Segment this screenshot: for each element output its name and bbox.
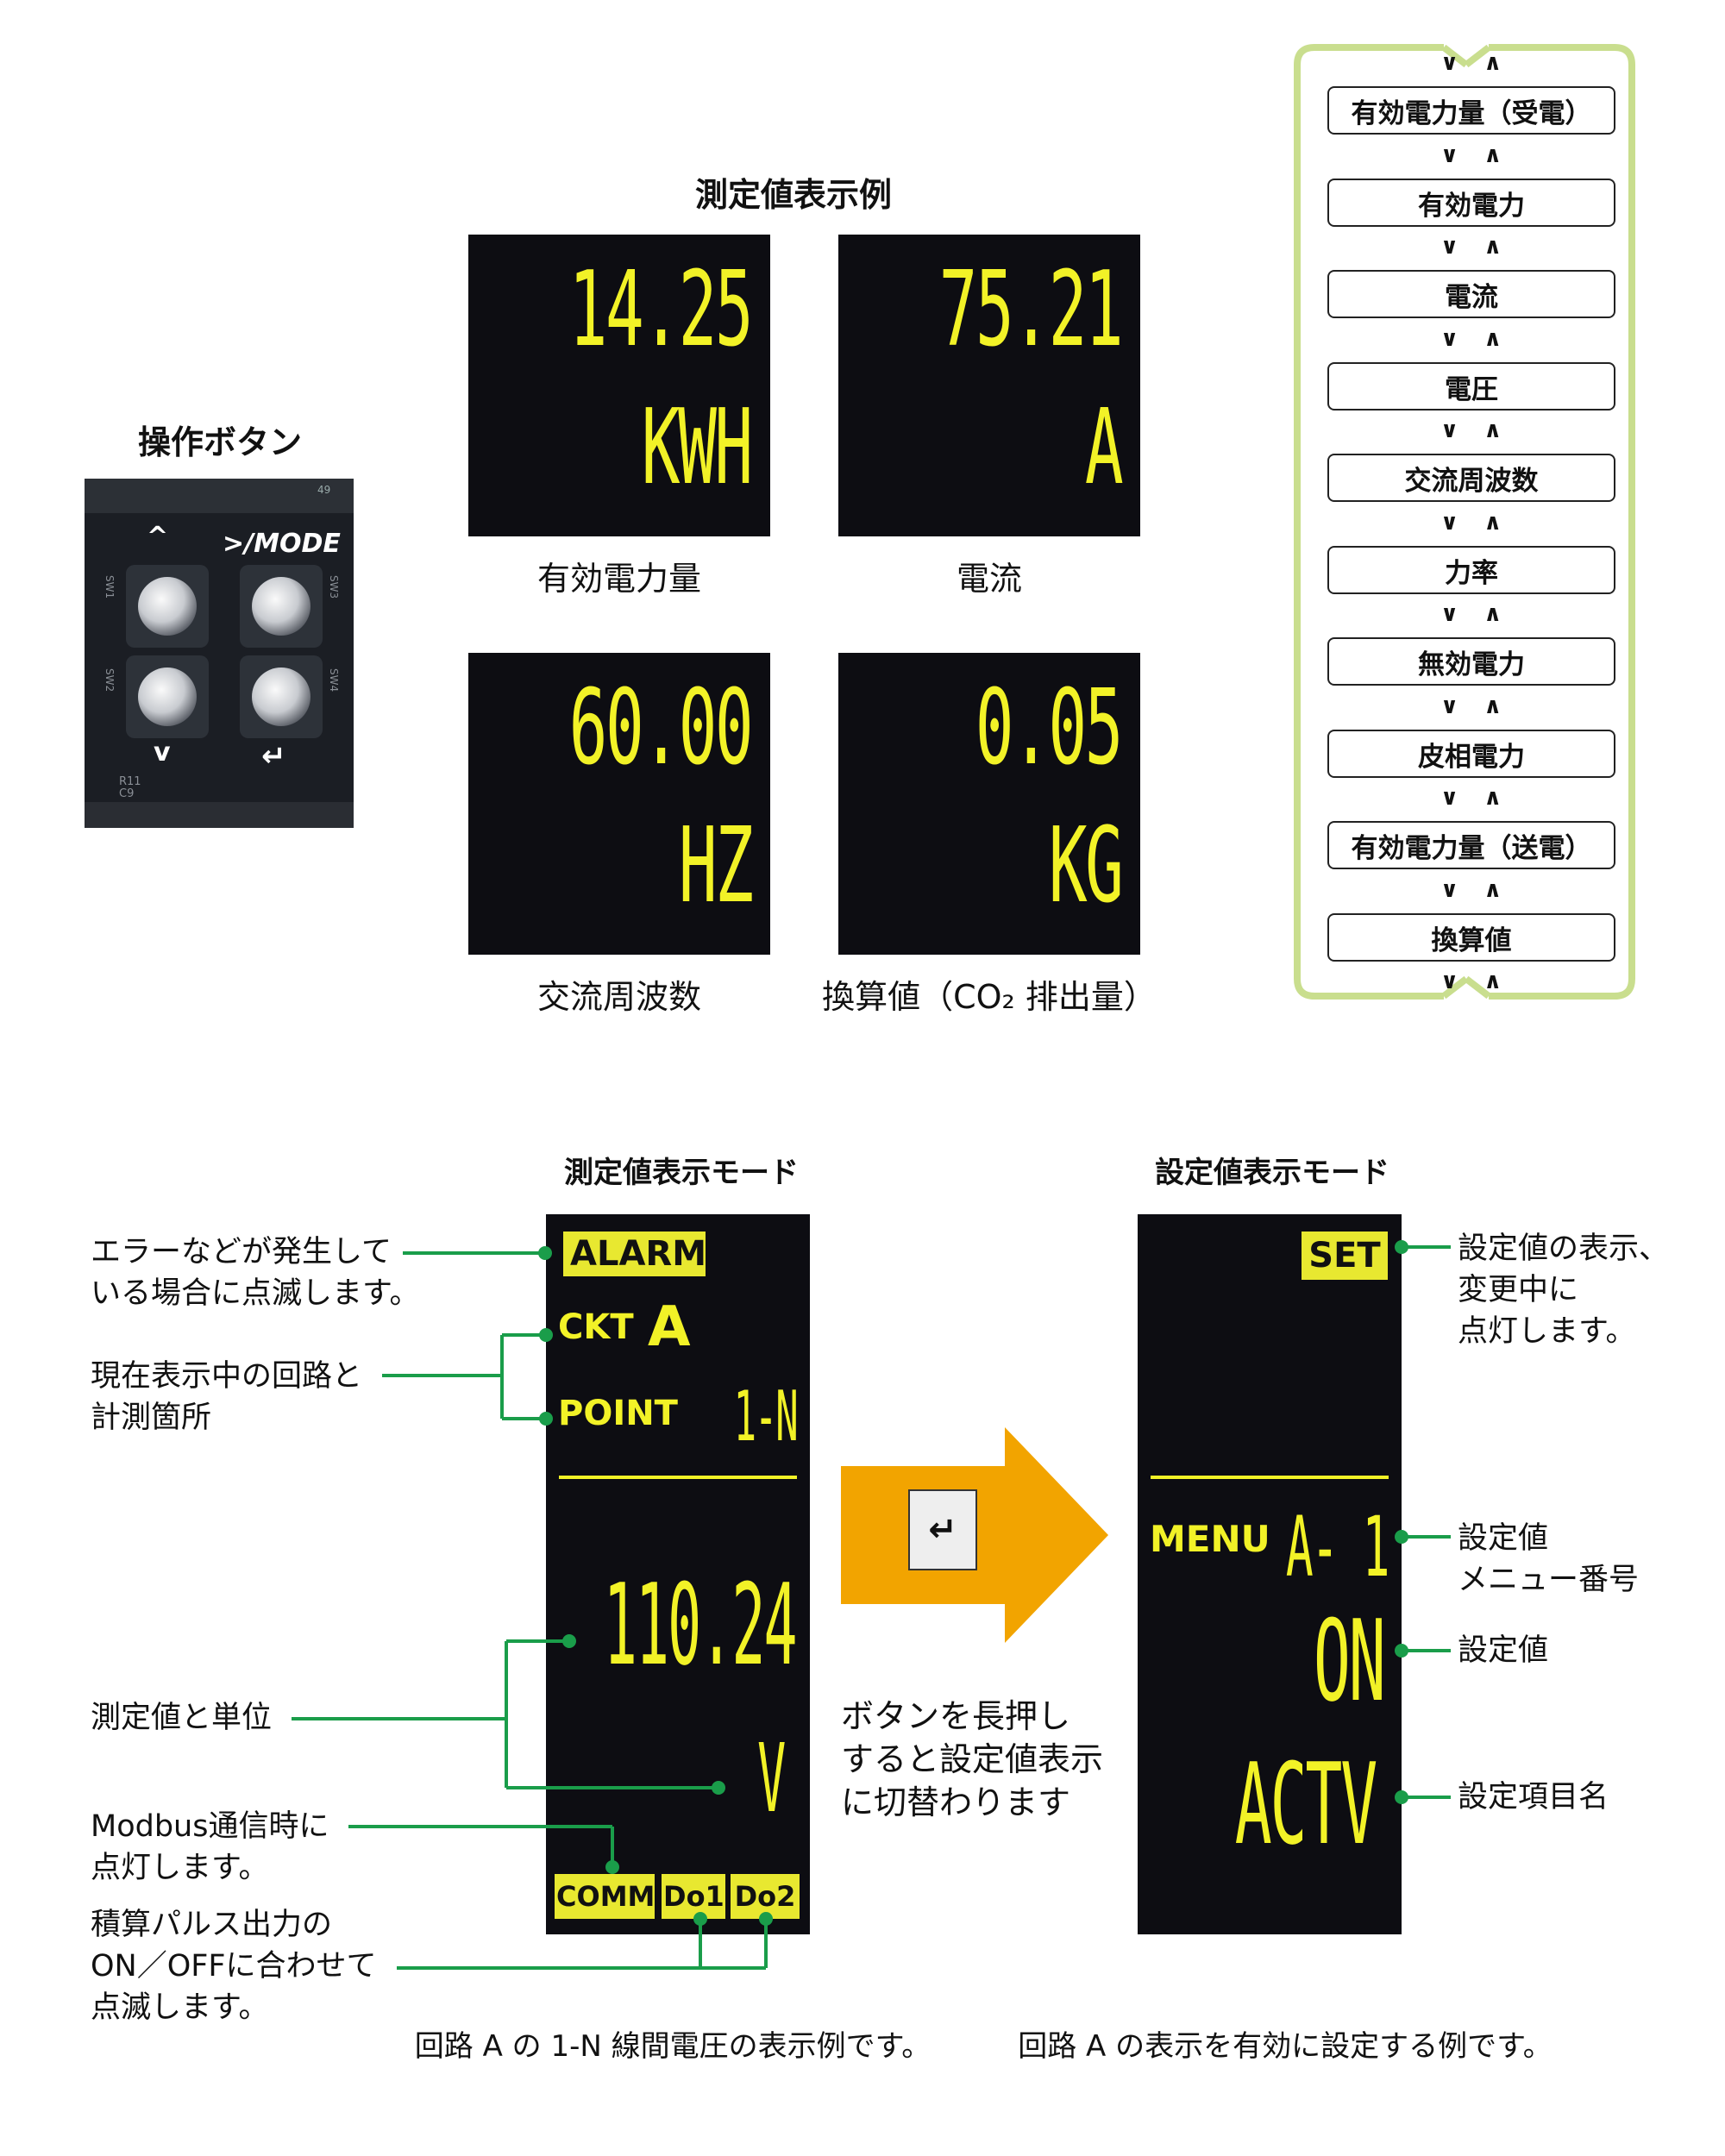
- flow-chevron-icon: ∨ ∧: [1440, 785, 1511, 811]
- measure-mode-title: 測定値表示モード: [564, 1156, 799, 1190]
- display-unit: HZ: [678, 806, 753, 926]
- display-divider: [559, 1476, 797, 1479]
- pcb-label: C9: [119, 787, 135, 800]
- setting-caption: 回路 A の表示を有効に設定する例です。: [1018, 2029, 1552, 2064]
- flow-chevron-icon: ∨ ∧: [1440, 417, 1511, 443]
- do1-indicator: Do1: [662, 1874, 725, 1919]
- menu-value: A- 1: [1285, 1499, 1390, 1595]
- do2-indicator: Do2: [731, 1874, 800, 1919]
- pcb-label: R11: [119, 775, 141, 788]
- display-value: 75.21: [938, 250, 1123, 370]
- buttons-title: 操作ボタン: [137, 423, 302, 461]
- pcb-label: SW2: [104, 668, 116, 693]
- annotation-menu: 設定値 メニュー番号: [1458, 1521, 1640, 1597]
- example-display-co2: 0.05 KG: [838, 653, 1140, 955]
- annotation-value-unit: 測定値と単位: [91, 1701, 273, 1735]
- flow-item: 力率: [1327, 546, 1615, 594]
- flow-item: 有効電力: [1327, 179, 1615, 227]
- display-value: 0.05: [975, 668, 1124, 788]
- button-panel-photo: 49 ^ >/MODE SW1 SW3 SW2 SW4 v ↵ R11 C9: [85, 479, 354, 828]
- setting-mode-display: SET MENU A- 1 ON ACTV: [1138, 1214, 1402, 1934]
- pcb-label: SW3: [328, 575, 340, 599]
- flow-chevron-icon: ∨ ∧: [1440, 968, 1511, 994]
- flow-item: 有効電力量（受電）: [1327, 86, 1615, 135]
- menu-label: MENU: [1150, 1518, 1270, 1560]
- annotation-setting-value: 設定値: [1458, 1633, 1549, 1668]
- display-unit: KG: [1048, 806, 1123, 926]
- flow-chevron-icon: ∨ ∧: [1440, 601, 1511, 627]
- up-arrow-icon: ^: [147, 522, 169, 552]
- mode-label: >/MODE: [223, 529, 341, 559]
- display-unit: A: [1084, 388, 1124, 508]
- enter-key-symbol: ↵: [928, 1510, 957, 1550]
- caption-frequency: 交流周波数: [536, 978, 701, 1016]
- measured-value: 110.24: [604, 1559, 798, 1690]
- flow-chevron-icon: ∨ ∧: [1440, 234, 1511, 260]
- point-value: 1-N: [733, 1376, 798, 1457]
- flow-chevron-icon: ∨ ∧: [1440, 50, 1511, 76]
- measure-caption: 回路 A の 1-N 線間電圧の表示例です。: [414, 2029, 932, 2064]
- down-button[interactable]: [126, 655, 209, 738]
- flow-item: 皮相電力: [1327, 730, 1615, 778]
- flow-chevron-icon: ∨ ∧: [1440, 326, 1511, 352]
- set-indicator: SET: [1302, 1232, 1388, 1280]
- down-arrow-icon: v: [154, 737, 171, 768]
- flow-chevron-icon: ∨ ∧: [1440, 142, 1511, 168]
- flow-chevron-icon: ∨ ∧: [1440, 877, 1511, 903]
- flow-item: 電圧: [1327, 362, 1615, 411]
- example-display-current: 75.21 A: [838, 235, 1140, 536]
- display-divider: [1151, 1476, 1389, 1479]
- ckt-value: A: [648, 1295, 691, 1359]
- alarm-indicator: ALARM: [563, 1232, 706, 1276]
- annotation-pulse: 積算パルス出力の ON／OFFに合わせて 点滅します。: [91, 1908, 377, 2025]
- display-value: 14.25: [568, 250, 753, 370]
- point-label: POINT: [558, 1394, 678, 1433]
- setting-mode-title: 設定値表示モード: [1155, 1156, 1389, 1190]
- enter-key-icon: ↵: [908, 1489, 977, 1570]
- measure-mode-display: ALARM CKT A POINT 1-N 110.24 V COMM Do1 …: [546, 1214, 810, 1934]
- display-unit: KWH: [642, 388, 753, 508]
- setting-item-name: ACTV: [1234, 1739, 1378, 1870]
- enter-icon: ↵: [261, 739, 286, 774]
- annotation-comm: Modbus通信時に 点灯します。: [91, 1809, 329, 1885]
- annotation-set: 設定値の表示、 変更中に 点灯します。: [1458, 1232, 1670, 1349]
- flow-item: 有効電力量（送電）: [1327, 821, 1615, 869]
- flow-item: 交流周波数: [1327, 454, 1615, 502]
- annotation-alarm: エラーなどが発生して いる場合に点滅します。: [91, 1235, 420, 1311]
- flow-loop: [1294, 44, 1635, 1000]
- pcb-label: 49: [317, 484, 331, 496]
- flow-chevron-icon: ∨ ∧: [1440, 693, 1511, 719]
- caption-co2: 換算値（CO₂ 排出量）: [822, 978, 1157, 1016]
- up-button[interactable]: [126, 565, 209, 648]
- flow-item: 無効電力: [1327, 637, 1615, 686]
- ckt-label: CKT: [558, 1307, 634, 1347]
- enter-button[interactable]: [240, 655, 323, 738]
- flow-chevron-icon: ∨ ∧: [1440, 510, 1511, 536]
- display-value: 60.00: [568, 668, 753, 788]
- mode-button[interactable]: [240, 565, 323, 648]
- annotation-item-name: 設定項目名: [1458, 1780, 1609, 1814]
- measured-unit: V: [756, 1723, 786, 1833]
- setting-value: ON: [1314, 1595, 1386, 1727]
- pcb-label: SW4: [328, 668, 340, 693]
- example-display-energy: 14.25 KWH: [468, 235, 770, 536]
- annotation-circuit: 現在表示中の回路と 計測箇所: [91, 1359, 363, 1435]
- flow-item: 換算値: [1327, 913, 1615, 962]
- caption-current: 電流: [956, 560, 1022, 598]
- flow-item: 電流: [1327, 270, 1615, 318]
- caption-energy: 有効電力量: [536, 560, 701, 598]
- transition-text: ボタンを長押し すると設定値表示 に切替わります: [841, 1697, 1104, 1821]
- examples-title: 測定値表示例: [694, 176, 892, 214]
- example-display-frequency: 60.00 HZ: [468, 653, 770, 955]
- pcb-label: SW1: [104, 575, 116, 599]
- comm-indicator: COMM: [555, 1874, 655, 1919]
